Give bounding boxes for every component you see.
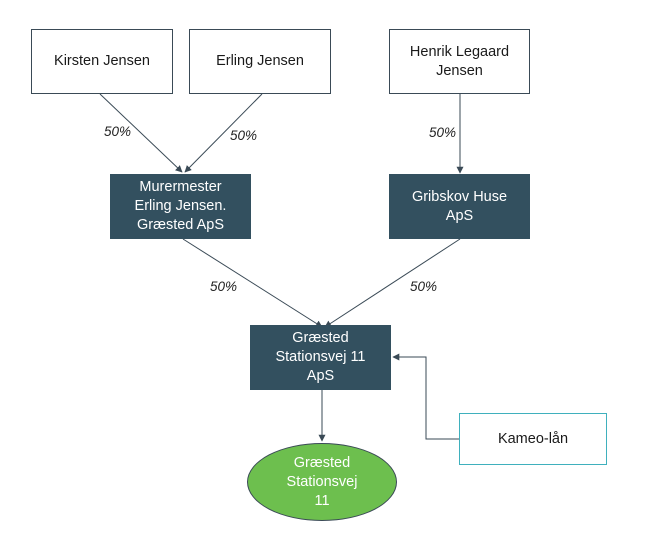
ownership-label-gribskov: 50% [410,279,438,294]
lender-kameo-loan: Kameo-lån [459,413,607,465]
ownership-label-murermester: 50% [210,279,238,294]
gribskov-label-line-1: Gribskov Huse [411,188,508,205]
edge-murermester-to-target [182,238,323,328]
edge-gribskov-to-target [324,238,461,328]
property-label-line-3: 11 [314,492,330,509]
lender-label: Kameo-lån [497,430,569,447]
target-label-line-3: ApS [306,368,335,384]
murermester-label-line-3: Græsted ApS [136,217,225,233]
murermester-label-line-1: Murermester [139,179,222,195]
company-gribskov-huse: Gribskov Huse ApS [389,174,530,239]
person-kirsten-jensen: Kirsten Jensen [31,29,173,94]
target-label-line-1: Græsted [292,330,349,346]
person-kirsten-label: Kirsten Jensen [54,53,150,69]
ownership-label-erling: 50% [230,128,258,143]
property-graested-stationsvej-11: Græsted Stationsvej 11 [247,443,397,521]
edge-erling-to-murermester [184,93,263,173]
person-henrik-label-line-1: Henrik Legaard [409,43,510,60]
ownership-label-kirsten: 50% [104,124,132,139]
person-erling-jensen: Erling Jensen [189,29,331,94]
ownership-label-henrik: 50% [429,125,457,140]
edge-kirsten-to-murermester [99,93,183,173]
murermester-label-line-2: Erling Jensen. [134,198,227,214]
person-henrik-label-line-2: Jensen [436,62,483,79]
company-graested-stationsvej-aps: Græsted Stationsvej 11 ApS [250,325,391,390]
company-murermester-erling-jensen: Murermester Erling Jensen. Græsted ApS [110,174,251,239]
property-label-line-2: Stationsvej [286,473,358,490]
property-label-line-1: Græsted [293,454,351,471]
target-label-line-2: Stationsvej 11 [275,349,366,365]
gribskov-label-line-2: ApS [445,207,474,224]
person-erling-label: Erling Jensen [216,53,304,69]
edge-lender-to-target [392,353,459,440]
person-henrik-legaard-jensen: Henrik Legaard Jensen [389,29,530,94]
